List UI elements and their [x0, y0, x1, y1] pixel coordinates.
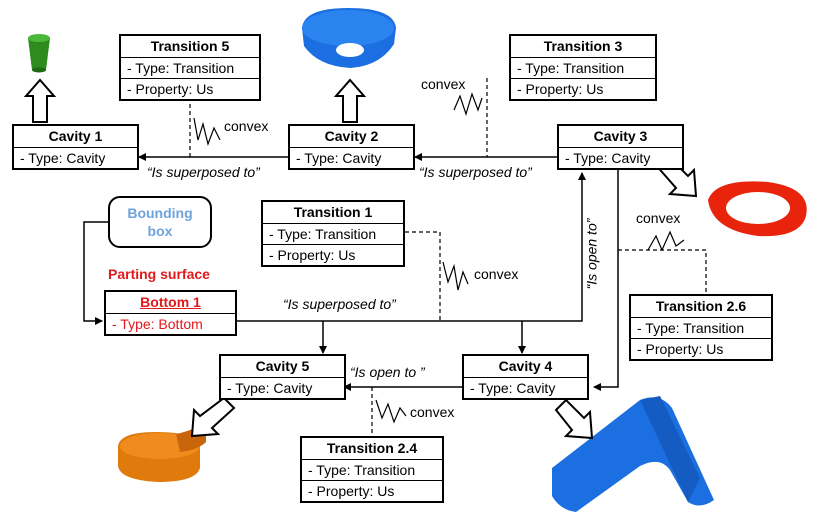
cavity1-node: Cavity 1 - Type: Cavity: [12, 124, 139, 170]
convex-squiggles: [193, 92, 685, 424]
edge-open-to-vertical: [593, 163, 622, 391]
node-title: Cavity 1: [14, 126, 137, 148]
node-type-row: - Type: Cavity: [20, 150, 106, 166]
transition1-node: Transition 1 - Type: Transition - Proper…: [261, 200, 405, 267]
node-title: Transition 1: [263, 202, 403, 224]
edge-label-open-to-cavity5: “Is open to ”: [350, 364, 425, 380]
node-type-row: - Type: Transition: [308, 462, 416, 478]
node-title: Bottom 1: [106, 292, 235, 314]
convex-label-t3: convex: [421, 76, 466, 92]
node-property-row: - Property: Us: [302, 480, 442, 501]
bounding-box-node: Bounding box: [108, 196, 212, 248]
convex-squiggle-t3: [453, 92, 483, 116]
t26-connector: [618, 249, 707, 292]
cavity2-node: Cavity 2 - Type: Cavity: [288, 124, 415, 170]
transition3-node: Transition 3 - Type: Transition - Proper…: [509, 34, 657, 101]
node-type-row: - Type: Bottom: [112, 316, 203, 332]
convex-squiggle-t26: [647, 230, 685, 252]
edge-label-superposed-3: “Is superposed to”: [283, 296, 396, 312]
cavity2-up-arrow: [333, 78, 367, 123]
convex-label-t24: convex: [410, 404, 455, 420]
node-type-row: - Type: Transition: [127, 60, 235, 76]
node-type-row: - Type: Cavity: [470, 380, 556, 396]
node-title: Transition 2.4: [302, 438, 442, 460]
cavity5-part-arrow: [190, 396, 236, 438]
cavity3-part-image: [708, 181, 807, 237]
node-property-row: - Property: Us: [263, 244, 403, 265]
node-title: Cavity 2: [290, 126, 413, 148]
convex-label-t1: convex: [474, 266, 519, 282]
convex-label-t26: convex: [636, 210, 681, 226]
cavity3-node: Cavity 3 - Type: Cavity: [557, 124, 684, 170]
node-title: Cavity 4: [464, 356, 587, 378]
node-title: Transition 5: [121, 36, 259, 58]
bounding-box-line2: box: [147, 223, 173, 239]
cavity1-up-arrow: [23, 78, 57, 123]
node-type-row: - Type: Cavity: [565, 150, 651, 166]
convex-squiggle-t1: [442, 261, 469, 291]
node-property-row: - Property: Us: [631, 338, 771, 359]
bounding-box-line1: Bounding: [127, 205, 193, 221]
relation-edges: [83, 153, 622, 391]
cavity5-node: Cavity 5 - Type: Cavity: [219, 354, 346, 400]
hollow-arrows: [23, 78, 698, 440]
transition-connectors: [189, 78, 707, 434]
cavity2-part-image: [302, 8, 396, 68]
node-title: Transition 3: [511, 36, 655, 58]
node-property-row: - Property: Us: [121, 78, 259, 99]
edge-bottom-bus: [237, 172, 586, 322]
transition24-node: Transition 2.4 - Type: Transition - Prop…: [300, 436, 444, 503]
parting-surface-label: Parting surface: [108, 266, 210, 282]
edge-label-superposed-2: “Is superposed to”: [419, 164, 532, 180]
node-property-row: - Property: Us: [511, 78, 655, 99]
edge-bbox-to-bottom: [83, 218, 115, 325]
edge-label-open-to-vertical: “Is open to”: [583, 218, 600, 290]
bottom1-node: Bottom 1 - Type: Bottom: [104, 290, 237, 336]
node-type-row: - Type: Cavity: [296, 150, 382, 166]
node-title: Transition 2.6: [631, 296, 771, 318]
cavity1-part-image: [28, 34, 50, 73]
edge-label-superposed-1: “Is superposed to”: [147, 164, 260, 180]
cavity4-part-image: [552, 396, 714, 512]
t1-connector: [405, 231, 441, 321]
convex-squiggle-t24: [375, 399, 407, 424]
node-type-row: - Type: Transition: [269, 226, 377, 242]
node-type-row: - Type: Cavity: [227, 380, 313, 396]
transition26-node: Transition 2.6 - Type: Transition - Prop…: [629, 294, 773, 361]
cavity4-node: Cavity 4 - Type: Cavity: [462, 354, 589, 400]
node-type-row: - Type: Transition: [637, 320, 745, 336]
node-title: Cavity 5: [221, 356, 344, 378]
node-title: Cavity 3: [559, 126, 682, 148]
cavity4-part-arrow: [554, 398, 594, 440]
transition5-node: Transition 5 - Type: Transition - Proper…: [119, 34, 261, 101]
convex-label-t5: convex: [224, 118, 269, 134]
node-type-row: - Type: Transition: [517, 60, 625, 76]
convex-squiggle-t5: [193, 117, 221, 147]
